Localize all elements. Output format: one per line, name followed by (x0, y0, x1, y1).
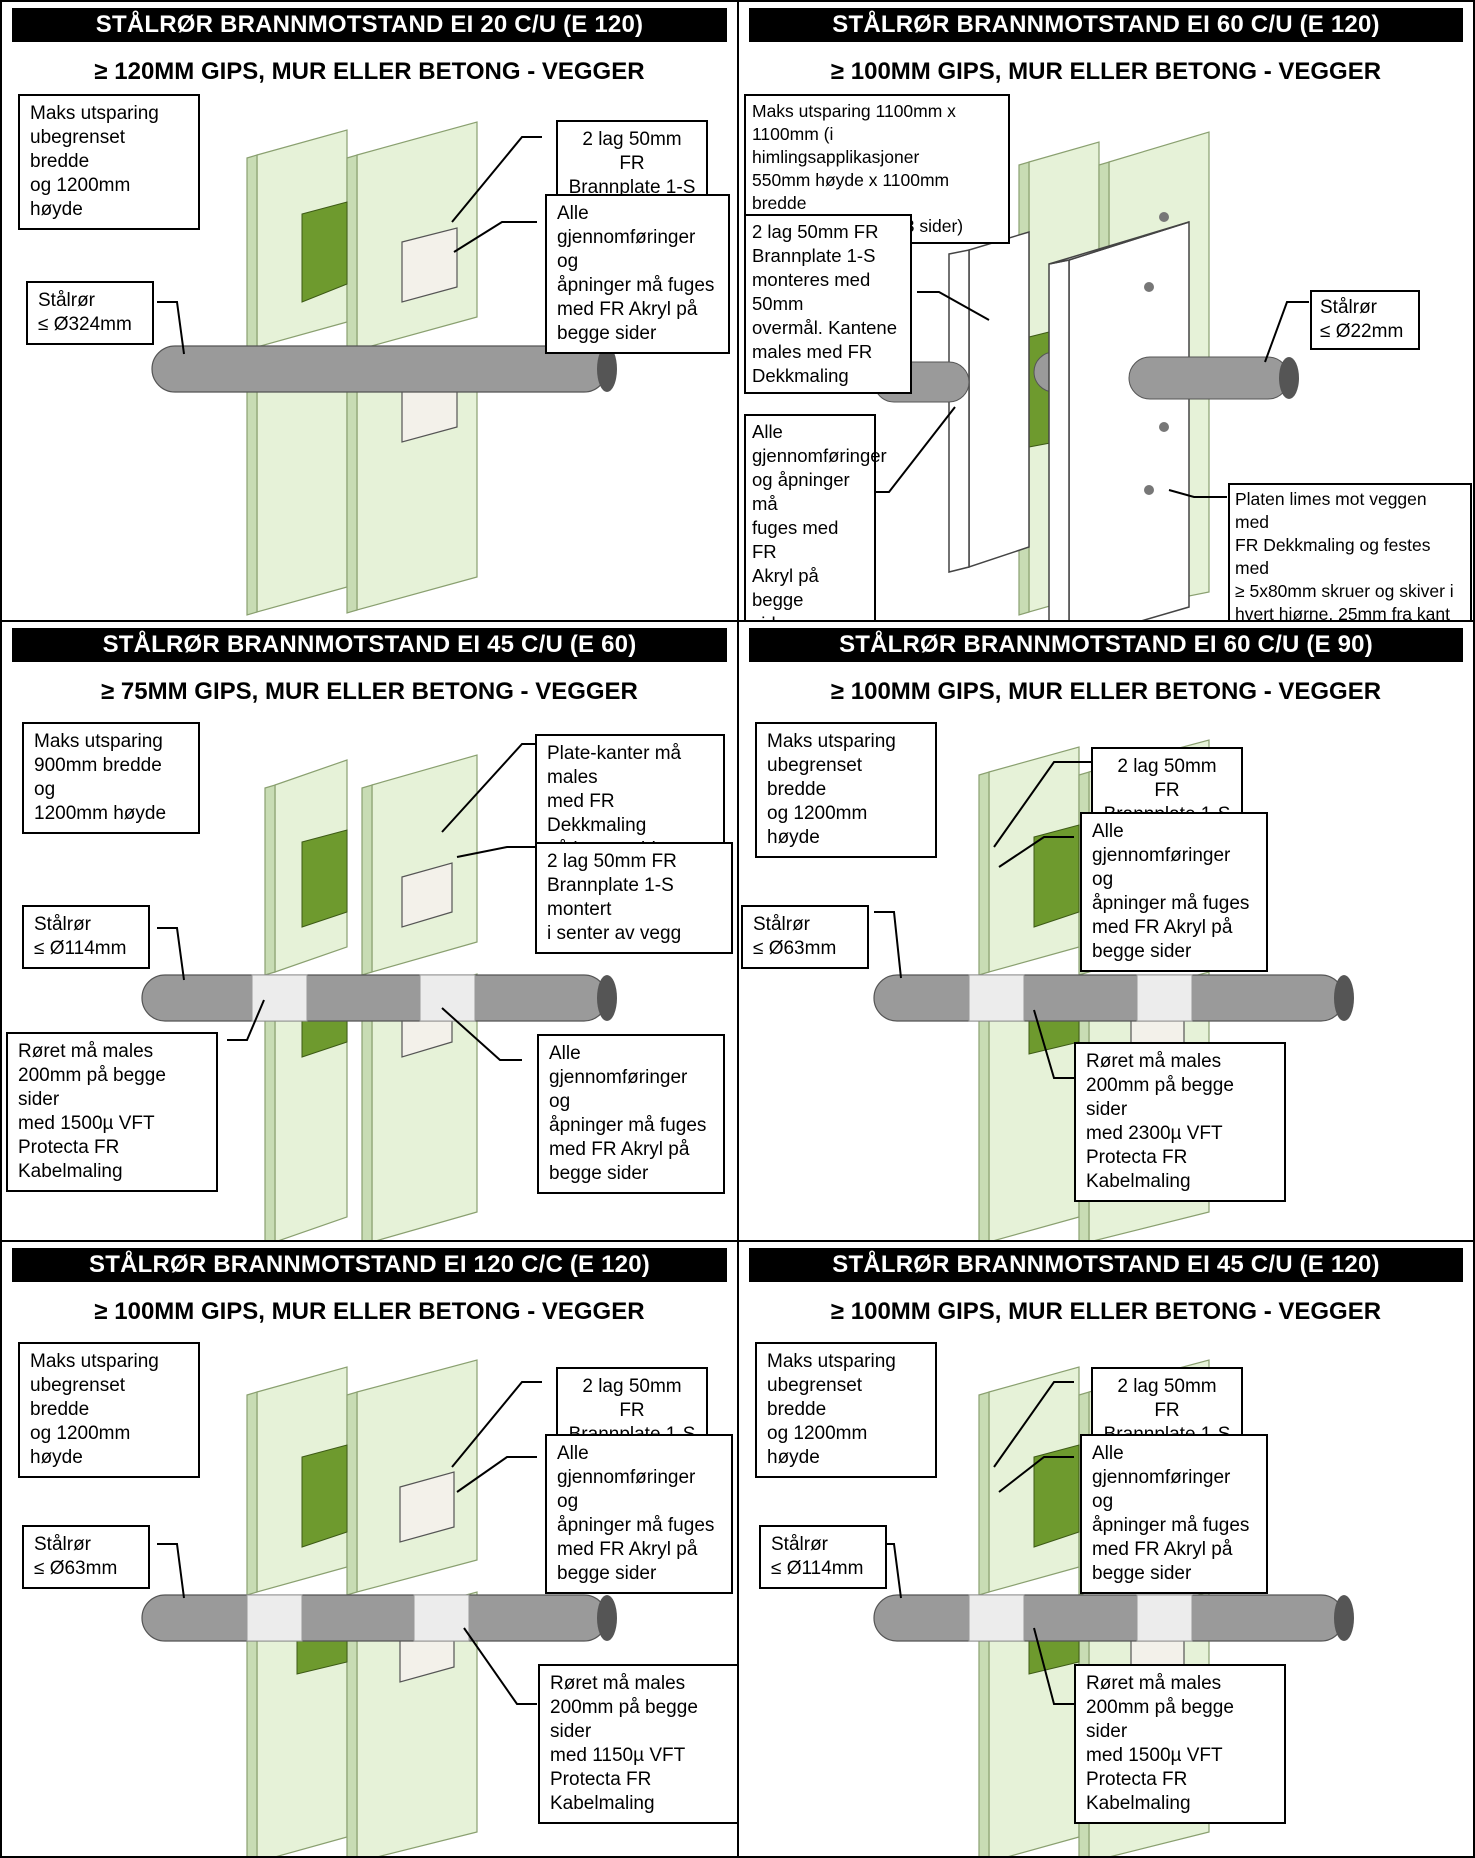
panel-subtitle: ≥ 100MM GIPS, MUR ELLER BETONG - VEGGER (830, 1298, 1382, 1325)
label-pipe: Stålrør ≤ Ø114mm (22, 905, 150, 969)
label-board: 2 lag 50mm FR Brannplate 1-S (556, 120, 708, 208)
label-max-opening: Maks utsparing 900mm bredde og 1200mm hø… (22, 722, 200, 834)
label-paint: Røret må males 200mm på begge sider med … (538, 1664, 737, 1824)
panel-subtitle: ≥ 100MM GIPS, MUR ELLER BETONG - VEGGER (94, 1298, 645, 1325)
label-max-opening: Maks utsparing ubegrenset bredde og 1200… (755, 722, 937, 858)
label-pipe: Stålrør ≤ Ø114mm (759, 1525, 887, 1589)
penetration-drawing (141, 1359, 617, 1856)
wall-right (346, 1359, 478, 1856)
leader-lines (871, 291, 1309, 498)
label-pipe: Stålrør ≤ Ø22mm (1310, 290, 1420, 350)
panel-title: STÅLRØR BRANNMOTSTAND EI 60 C/U (E 90) (749, 628, 1463, 662)
steel-pipe (151, 345, 617, 393)
panel-title: STÅLRØR BRANNMOTSTAND EI 60 C/U (E 120) (749, 8, 1463, 42)
label-fixing: Platen limes mot veggen med FR Dekkmalin… (1228, 483, 1472, 620)
panel-title: STÅLRØR BRANNMOTSTAND EI 45 C/U (E 60) (12, 628, 727, 662)
label-board: 2 lag 50mm FR Brannplate 1-S montert i s… (535, 842, 733, 954)
fire-board-back (948, 230, 1030, 573)
steel-pipe (141, 974, 617, 1022)
fixing-screws (1144, 212, 1169, 495)
label-pipe: Stålrør ≤ Ø324mm (26, 281, 154, 345)
label-sealant: Alle gjennomføringer og åpninger må fuge… (1080, 1434, 1268, 1594)
panel-ei60-board: STÅLRØR BRANNMOTSTAND EI 60 C/U (E 120) … (737, 0, 1475, 622)
panel-ei60-e90: STÅLRØR BRANNMOTSTAND EI 60 C/U (E 90) ≥… (737, 620, 1475, 1242)
panel-subtitle: ≥ 100MM GIPS, MUR ELLER BETONG - VEGGER (830, 678, 1382, 705)
penetration-drawing (871, 131, 1309, 620)
panel-title: STÅLRØR BRANNMOTSTAND EI 20 C/U (E 120) (12, 8, 727, 42)
label-max-opening: Maks utsparing ubegrenset bredde og 1200… (18, 1342, 200, 1478)
panel-subtitle: ≥ 120MM GIPS, MUR ELLER BETONG - VEGGER (94, 58, 645, 85)
label-sealant: Alle gjennomføringer og åpninger må fuge… (545, 194, 730, 354)
wall-left (978, 1366, 1080, 1856)
wall-right (346, 121, 478, 614)
leader-lines (157, 136, 542, 355)
panel-ei120: STÅLRØR BRANNMOTSTAND EI 120 C/C (E 120)… (0, 1240, 739, 1858)
label-board: 2 lag 50mm FR Brannplate 1-S monteres me… (744, 214, 912, 394)
panel-ei20: STÅLRØR BRANNMOTSTAND EI 20 C/U (E 120) … (0, 0, 739, 622)
label-sealant: Alle gjennomføringer og åpninger må fuge… (537, 1034, 725, 1194)
leader-lines (874, 1381, 1074, 1705)
label-pipe: Stålrør ≤ Ø63mm (22, 1525, 150, 1589)
panel-subtitle: ≥ 100MM GIPS, MUR ELLER BETONG - VEGGER (830, 58, 1382, 85)
label-paint: Røret må males 200mm på begge sider med … (1074, 1664, 1286, 1824)
label-max-opening: Maks utsparing ubegrenset bredde og 1200… (755, 1342, 937, 1478)
steel-pipe (141, 1594, 617, 1642)
label-paint: Røret må males 200mm på begge sider med … (1074, 1042, 1286, 1202)
label-max-opening: Maks utsparing ubegrenset bredde og 1200… (18, 94, 200, 230)
label-sealant: Alle gjennomføringer og åpninger må fuge… (545, 1434, 733, 1594)
panel-title: STÅLRØR BRANNMOTSTAND EI 45 C/U (E 120) (749, 1248, 1463, 1282)
panel-ei45-e60: STÅLRØR BRANNMOTSTAND EI 45 C/U (E 60) ≥… (0, 620, 739, 1242)
fire-board-front (1048, 220, 1190, 620)
panel-title: STÅLRØR BRANNMOTSTAND EI 120 C/C (E 120) (12, 1248, 727, 1282)
label-sealant: Alle gjennomføringer og åpninger må fuge… (1080, 812, 1268, 972)
steel-pipe (873, 1594, 1354, 1642)
penetration-drawing (141, 743, 617, 1240)
label-sealant: Alle gjennomføringer og åpninger må fuge… (744, 414, 887, 620)
steel-pipe (873, 974, 1354, 1022)
penetration-drawing (151, 121, 617, 616)
steel-pipe-front (1128, 356, 1299, 400)
label-pipe: Stålrør ≤ Ø63mm (741, 905, 869, 969)
leader-lines (157, 1381, 542, 1705)
panel-subtitle: ≥ 75MM GIPS, MUR ELLER BETONG - VEGGER (101, 678, 638, 705)
panel-ei45-e120: STÅLRØR BRANNMOTSTAND EI 45 C/U (E 120) … (737, 1240, 1475, 1858)
label-paint: Røret må males 200mm på begge sider med … (6, 1032, 218, 1192)
